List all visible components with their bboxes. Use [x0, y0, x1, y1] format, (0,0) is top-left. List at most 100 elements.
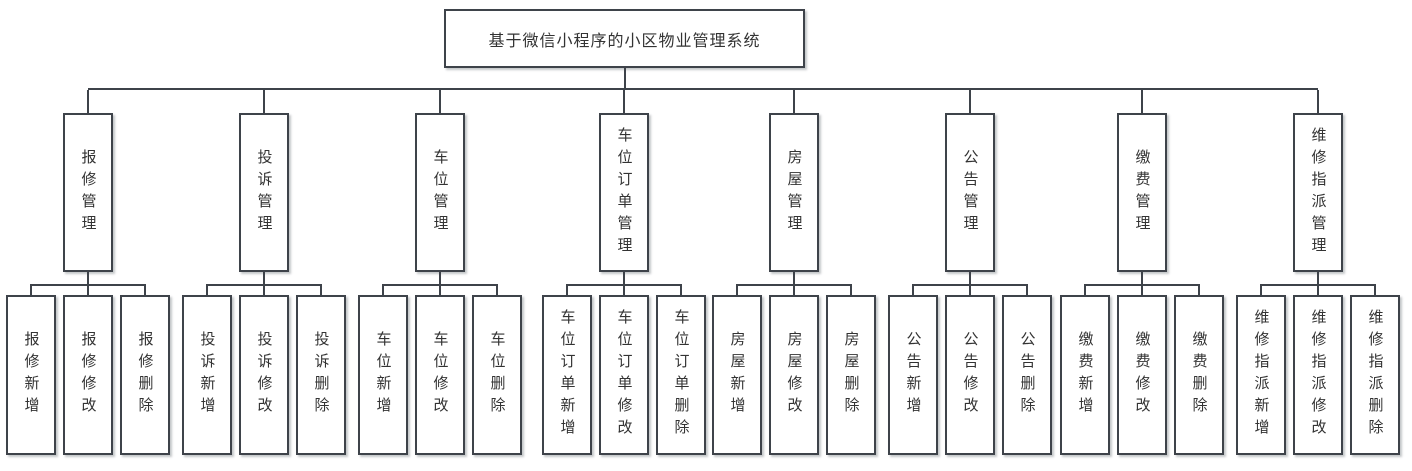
node-label: 缴费删除 — [1190, 331, 1208, 419]
branch-children: 缴费新增 缴费修改 缴费删除 — [1060, 295, 1224, 455]
node-parking-add: 车位新增 — [358, 295, 408, 455]
level1-rail-connector — [88, 88, 1318, 90]
node-label: 车位新增 — [374, 331, 392, 419]
branch-house: 房屋管理 房屋新增 房屋修改 房屋删除 — [712, 90, 876, 455]
branch-children: 公告新增 公告修改 公告删除 — [888, 295, 1052, 455]
connector-line — [439, 272, 441, 295]
node-payment-edit: 缴费修改 — [1117, 295, 1167, 455]
node-label: 房屋修改 — [785, 331, 803, 419]
node-label: 车位订单管理 — [615, 126, 633, 259]
connector-fork — [712, 272, 876, 295]
connector-line — [263, 272, 265, 295]
node-parking-order-edit: 车位订单修改 — [599, 295, 649, 455]
node-maintenance-assign-delete: 维修指派删除 — [1350, 295, 1400, 455]
connector-stub — [623, 90, 625, 113]
node-maintenance-assign-edit: 维修指派修改 — [1293, 295, 1343, 455]
connector-line — [623, 272, 625, 295]
node-complaint-edit: 投诉修改 — [239, 295, 289, 455]
node-complaint-add: 投诉新增 — [182, 295, 232, 455]
branch-payment: 缴费管理 缴费新增 缴费修改 缴费删除 — [1060, 90, 1224, 455]
node-notice-management: 公告管理 — [945, 113, 995, 272]
branch-children: 投诉新增 投诉修改 投诉删除 — [182, 295, 346, 455]
node-label: 缴费管理 — [1133, 148, 1151, 237]
branch-maintenance-assign: 维修指派管理 维修指派新增 维修指派修改 维修指派删除 — [1236, 90, 1400, 455]
connector-line — [206, 284, 322, 286]
node-house-management: 房屋管理 — [769, 113, 819, 272]
node-label: 车位订单修改 — [615, 309, 633, 441]
node-label: 缴费修改 — [1133, 331, 1151, 419]
connector-line — [30, 284, 32, 295]
node-label: 维修指派修改 — [1309, 309, 1327, 441]
connector-line — [382, 284, 498, 286]
node-label: 房屋新增 — [728, 331, 746, 419]
node-label: 维修指派管理 — [1309, 126, 1327, 259]
branch-children: 维修指派新增 维修指派修改 维修指派删除 — [1236, 295, 1400, 455]
node-parking-edit: 车位修改 — [415, 295, 465, 455]
connector-line — [144, 284, 146, 295]
node-label: 车位订单新增 — [558, 309, 576, 441]
branch-parking-order: 车位订单管理 车位订单新增 车位订单修改 车位订单删除 — [542, 90, 706, 455]
connector-line — [1374, 284, 1376, 295]
connector-stub — [263, 90, 265, 113]
connector-line — [320, 284, 322, 295]
node-label: 维修指派新增 — [1252, 309, 1270, 441]
node-parking-order-delete: 车位订单删除 — [656, 295, 706, 455]
node-payment-delete: 缴费删除 — [1174, 295, 1224, 455]
node-label: 公告删除 — [1018, 331, 1036, 419]
connector-line — [1260, 284, 1376, 286]
connector-fork — [182, 272, 346, 295]
connector-line — [793, 272, 795, 295]
branch-children: 报修新增 报修修改 报修删除 — [6, 295, 170, 455]
node-notice-add: 公告新增 — [888, 295, 938, 455]
node-label: 报修新增 — [22, 331, 40, 419]
node-label: 报修修改 — [79, 331, 97, 419]
node-payment-add: 缴费新增 — [1060, 295, 1110, 455]
connector-line — [969, 272, 971, 295]
root-node-label: 基于微信小程序的小区物业管理系统 — [488, 32, 761, 50]
node-label: 投诉修改 — [255, 331, 273, 419]
node-label: 缴费新增 — [1076, 331, 1094, 419]
root-node: 基于微信小程序的小区物业管理系统 — [444, 9, 805, 68]
node-house-edit: 房屋修改 — [769, 295, 819, 455]
connector-line — [1084, 284, 1086, 295]
node-parking-order-management: 车位订单管理 — [599, 113, 649, 272]
node-label: 维修指派删除 — [1366, 309, 1384, 441]
node-label: 车位订单删除 — [672, 309, 690, 441]
node-house-delete: 房屋删除 — [826, 295, 876, 455]
connector-line — [912, 284, 914, 295]
branch-complaint: 投诉管理 投诉新增 投诉修改 投诉删除 — [182, 90, 346, 455]
node-label: 公告修改 — [961, 331, 979, 419]
branch-repair: 报修管理 报修新增 报修修改 报修删除 — [6, 90, 170, 455]
connector-line — [850, 284, 852, 295]
connector-line — [206, 284, 208, 295]
connector-line — [30, 284, 146, 286]
node-parking-delete: 车位删除 — [472, 295, 522, 455]
connector-line — [566, 284, 682, 286]
node-complaint-management: 投诉管理 — [239, 113, 289, 272]
connector-line — [680, 284, 682, 295]
connector-line — [1141, 272, 1143, 295]
branch-children: 车位订单新增 车位订单修改 车位订单删除 — [542, 295, 706, 455]
connector-fork — [542, 272, 706, 295]
connector-line — [912, 284, 1028, 286]
connector-line — [1084, 284, 1200, 286]
node-label: 公告新增 — [904, 331, 922, 419]
connector-line — [1317, 272, 1319, 295]
connector-line — [382, 284, 384, 295]
connector-line — [87, 272, 89, 295]
node-parking-order-add: 车位订单新增 — [542, 295, 592, 455]
node-complaint-delete: 投诉删除 — [296, 295, 346, 455]
branch-parking: 车位管理 车位新增 车位修改 车位删除 — [358, 90, 522, 455]
node-repair-delete: 报修删除 — [120, 295, 170, 455]
node-maintenance-assign-add: 维修指派新增 — [1236, 295, 1286, 455]
node-house-add: 房屋新增 — [712, 295, 762, 455]
connector-line — [1260, 284, 1262, 295]
node-notice-edit: 公告修改 — [945, 295, 995, 455]
connector-stub — [1141, 90, 1143, 113]
node-label: 车位删除 — [488, 331, 506, 419]
node-maintenance-assign-management: 维修指派管理 — [1293, 113, 1343, 272]
node-repair-add: 报修新增 — [6, 295, 56, 455]
connector-stub — [439, 90, 441, 113]
node-label: 投诉管理 — [255, 148, 273, 237]
